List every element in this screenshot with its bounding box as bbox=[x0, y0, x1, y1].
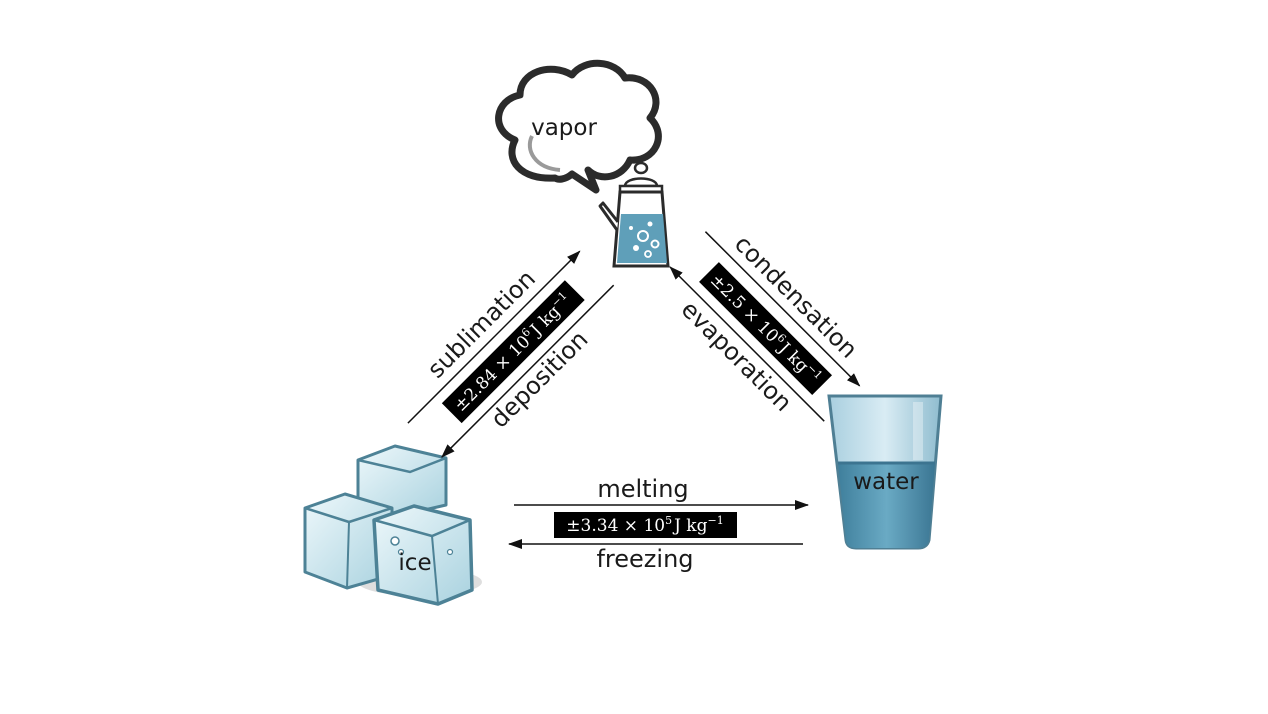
freezing-label: freezing bbox=[596, 545, 693, 573]
vapor-cloud-icon bbox=[495, 59, 662, 194]
water-label: water bbox=[853, 469, 919, 495]
melting-label: melting bbox=[597, 475, 688, 503]
vapor-water-latent-heat-box bbox=[699, 262, 833, 396]
ice-vapor-latent-heat-box bbox=[441, 280, 585, 424]
vapor-label: vapor bbox=[531, 115, 597, 141]
ice-label: ice bbox=[398, 550, 431, 576]
sublimation-arrow bbox=[407, 250, 581, 424]
condensation-arrow bbox=[704, 231, 861, 387]
deposition-arrow bbox=[441, 284, 615, 458]
ice-cubes-icon bbox=[303, 444, 482, 606]
evaporation-arrow bbox=[669, 266, 825, 422]
ice-vapor-group: sublimation ±2.84 × 106J kg−1 deposition bbox=[407, 250, 615, 458]
kettle-icon bbox=[598, 161, 670, 268]
water-glass-icon bbox=[827, 394, 943, 550]
